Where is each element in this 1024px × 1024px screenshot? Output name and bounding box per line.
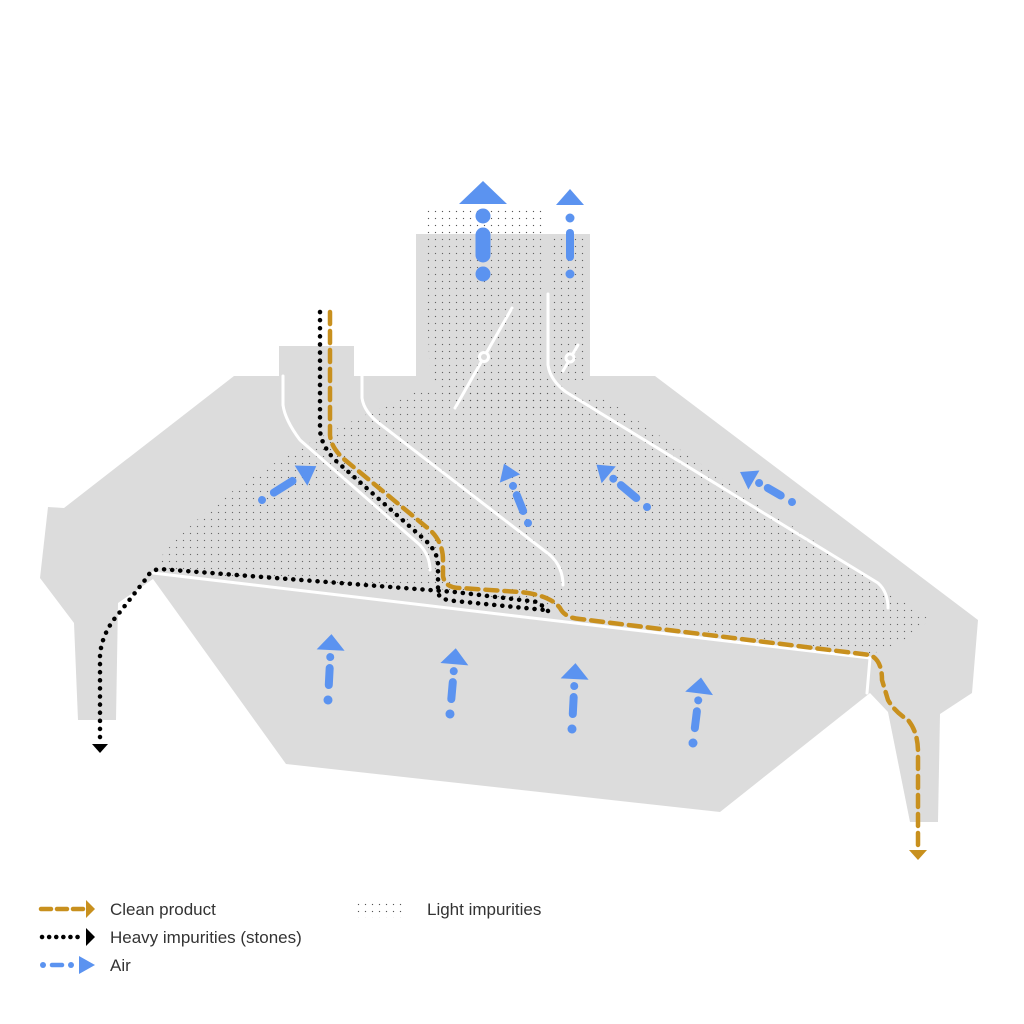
legend-item-light-impurities: Light impurities	[354, 900, 541, 919]
heavy-impurities-return	[97, 566, 551, 743]
air-flow-arrows	[258, 181, 796, 748]
legend-air-arrowhead	[79, 956, 95, 974]
inlet-right-wall	[360, 374, 565, 587]
damper-right-pivot	[564, 352, 576, 364]
air-arrow-bottom-1	[316, 634, 345, 705]
legend: Clean product Heavy impurities (stones) …	[38, 900, 541, 975]
air-arrow-bottom-2	[440, 648, 469, 719]
heavy-impurities-arrowhead	[92, 744, 108, 753]
air-arrow-bottom-3	[560, 663, 589, 734]
legend-heavy-impurities-label: Heavy impurities (stones)	[110, 928, 302, 947]
legend-air-dot-2	[68, 962, 74, 968]
legend-heavy-impurities-arrowhead	[86, 928, 95, 946]
air-arrow-chamber-2	[499, 463, 532, 527]
air-arrow-chimney-right	[556, 189, 584, 279]
heavy-impurities-path	[92, 309, 553, 753]
legend-item-clean-product: Clean product	[38, 900, 216, 919]
light-impurities-chamber	[150, 390, 930, 655]
light-impurities-left-stack	[424, 236, 604, 410]
sieve-deck	[151, 571, 872, 695]
divider-walls	[151, 292, 890, 695]
clean-product-path	[327, 309, 927, 860]
air-arrow-chimney-left	[459, 181, 507, 282]
air-arrow-chamber-1	[258, 465, 317, 504]
clean-product-line	[327, 309, 921, 851]
legend-item-heavy-impurities: Heavy impurities (stones)	[39, 928, 302, 947]
damper-left-pivot	[478, 351, 490, 363]
legend-light-impurities-label: Light impurities	[427, 900, 541, 919]
inlet-left-wall	[281, 374, 432, 572]
air-arrow-bottom-4	[685, 677, 713, 748]
air-arrow-chamber-4	[740, 470, 796, 506]
heavy-impurities-line	[317, 309, 553, 615]
legend-air-label: Air	[110, 956, 131, 975]
air-arrow-chamber-3	[596, 464, 651, 511]
legend-light-impurities-swatch	[354, 900, 404, 918]
clean-product-arrowhead	[909, 850, 927, 860]
exhaust-wall	[546, 292, 890, 610]
legend-air-dot-1	[40, 962, 46, 968]
legend-item-air: Air	[40, 956, 131, 975]
legend-clean-product-arrowhead	[86, 900, 95, 918]
legend-clean-product-label: Clean product	[110, 900, 216, 919]
